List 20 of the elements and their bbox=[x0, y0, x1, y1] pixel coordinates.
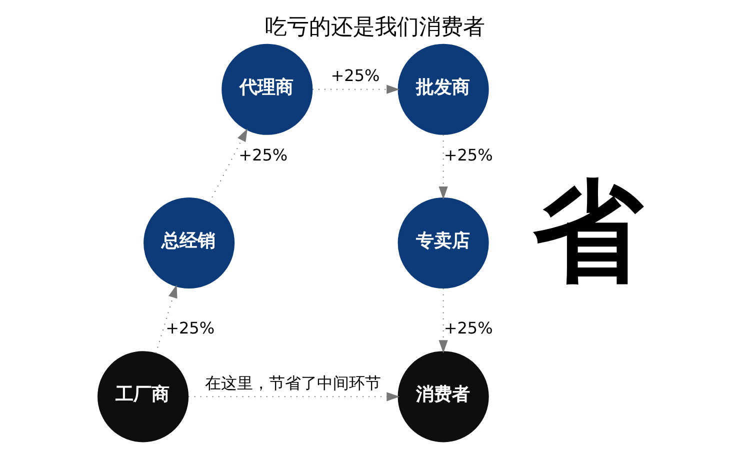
arrow bbox=[438, 134, 448, 200]
edge-label: +25% bbox=[444, 318, 493, 338]
arrow bbox=[155, 284, 178, 354]
label: 省 bbox=[532, 168, 643, 296]
node-circle: 消费者 bbox=[398, 351, 489, 442]
arrow bbox=[312, 84, 400, 94]
arrow bbox=[438, 288, 448, 354]
edge-label: +25% bbox=[330, 66, 380, 86]
node-circle: 工厂商 bbox=[98, 351, 189, 442]
diagram-title: 吃亏的还是我们消费者 bbox=[265, 14, 485, 40]
edge-label: +25% bbox=[444, 145, 493, 164]
arrow bbox=[188, 392, 400, 402]
edge-label: +25% bbox=[166, 318, 215, 338]
edge-label: 在这里，节省了中间环节 bbox=[205, 373, 382, 392]
node-circle: 代理商 bbox=[222, 44, 313, 135]
node-circle: 总经销 bbox=[144, 197, 235, 289]
arrow bbox=[208, 128, 248, 203]
node-circle: 专卖店 bbox=[398, 197, 489, 289]
edge-label: +25% bbox=[238, 145, 288, 164]
node-circle: 批发商 bbox=[398, 44, 489, 135]
